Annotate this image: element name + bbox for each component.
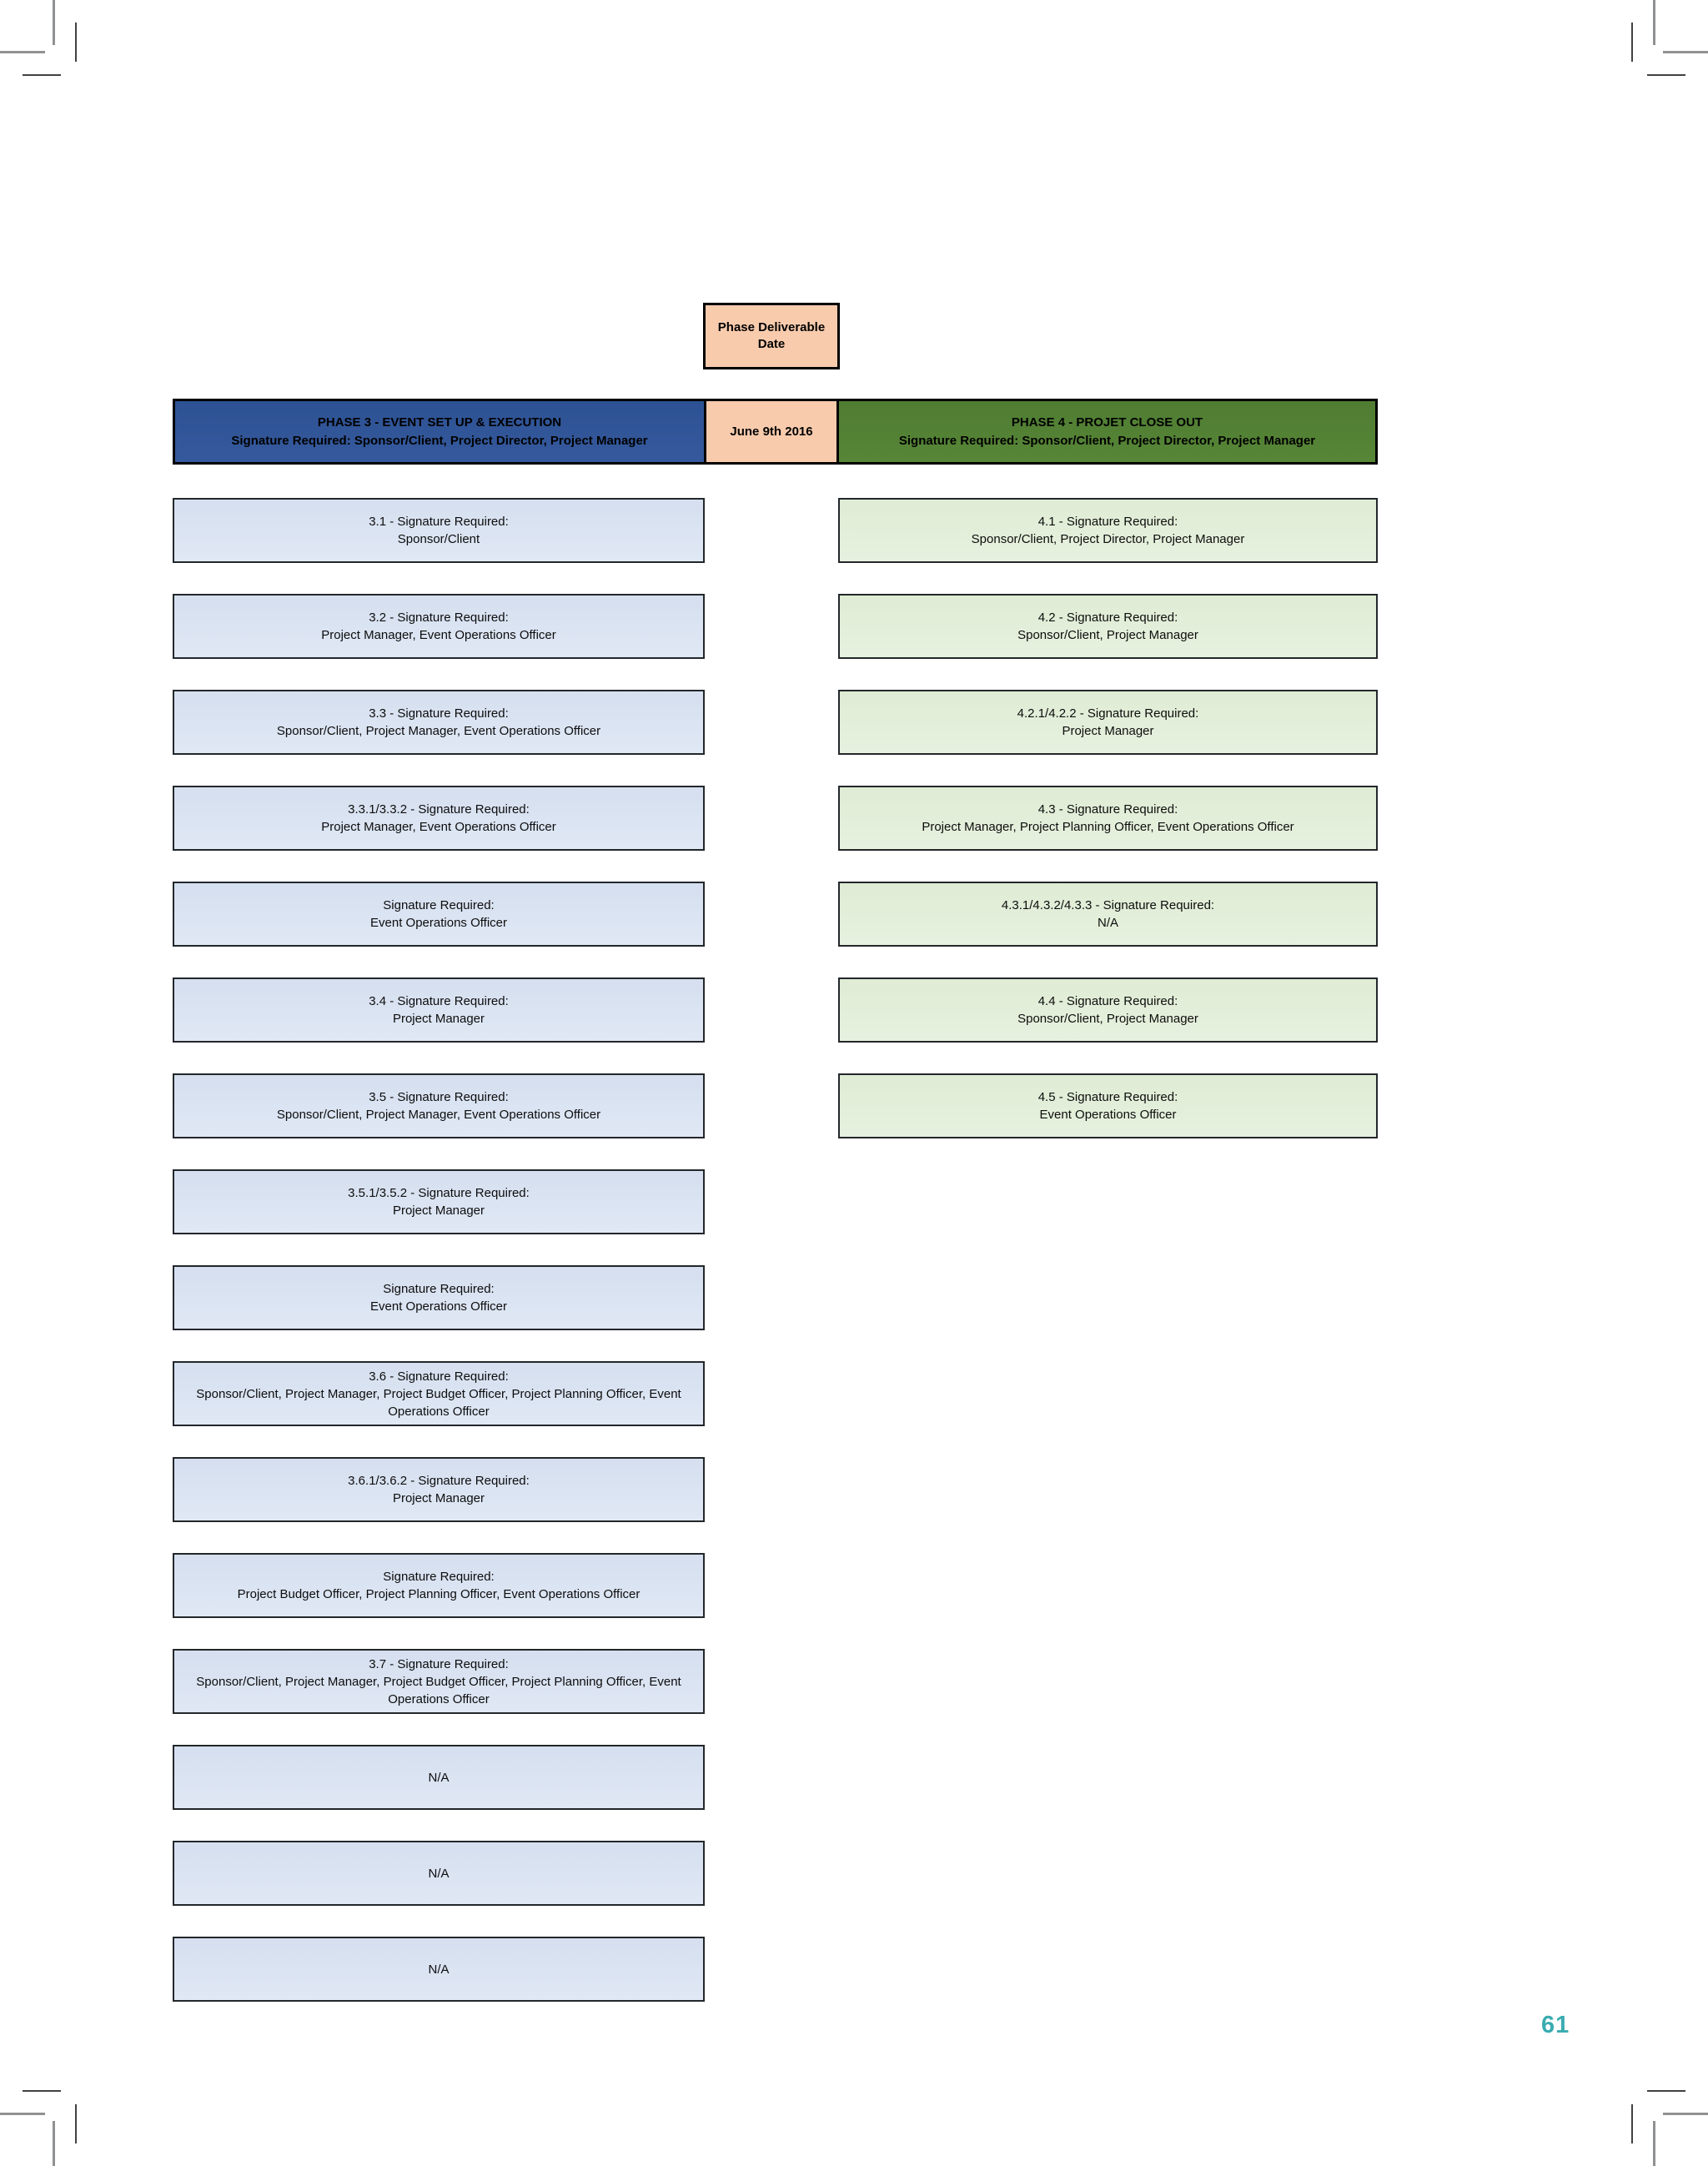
crop-mark-top-left-outer-h (0, 51, 45, 53)
page-number: 61 (1541, 2012, 1570, 2038)
phase4-header-title: PHASE 4 - PROJET CLOSE OUT (1011, 415, 1203, 430)
box-title: 4.3 - Signature Required: (1037, 802, 1178, 817)
box-roles: Event Operations Officer (1039, 1108, 1177, 1122)
signature-box-3-1: 3.1 - Signature Required: Sponsor/Client (173, 498, 705, 563)
box-roles: Sponsor/Client, Project Manager (1017, 1012, 1198, 1026)
signature-box-3-2: 3.2 - Signature Required: Project Manager… (173, 594, 705, 659)
box-roles: Sponsor/Client, Project Manager, Project… (196, 1674, 681, 1706)
box-roles: N/A (1097, 916, 1118, 930)
box-title: 3.6.1/3.6.2 - Signature Required: (348, 1474, 530, 1488)
box-title: 3.1 - Signature Required: (369, 515, 509, 529)
signature-box-3-5-1: 3.5.1/3.5.2 - Signature Required: Project… (173, 1169, 705, 1234)
box-title: N/A (428, 1962, 450, 1977)
box-roles: Sponsor/Client, Project Manager, Project… (196, 1386, 681, 1419)
crop-mark-top-left-inner-v (75, 23, 77, 62)
box-title: Signature Required: (383, 898, 495, 912)
box-title: 3.2 - Signature Required: (369, 611, 509, 625)
signature-box-na-2: N/A (173, 1841, 705, 1906)
box-roles: Project Manager (392, 1012, 485, 1026)
box-title: 3.3.1/3.3.2 - Signature Required: (348, 802, 530, 817)
box-title: 4.3.1/4.3.2/4.3.3 - Signature Required: (1001, 898, 1215, 912)
box-title: 4.1 - Signature Required: (1037, 515, 1178, 529)
box-roles: Project Manager, Event Operations Office… (321, 820, 556, 834)
phase4-header: PHASE 4 - PROJET CLOSE OUT Signature Req… (836, 399, 1378, 465)
crop-mark-bottom-right-outer-h (1663, 2113, 1708, 2115)
box-roles: Sponsor/Client, Project Manager, Event O… (276, 1108, 601, 1122)
crop-mark-top-right-outer-h (1663, 51, 1708, 53)
crop-mark-top-right-inner-v (1631, 23, 1633, 62)
signature-box-4-2: 4.2 - Signature Required: Sponsor/Client,… (838, 594, 1378, 659)
crop-mark-bottom-left-inner-h (23, 2090, 61, 2092)
phase3-header: PHASE 3 - EVENT SET UP & EXECUTION Signa… (173, 399, 706, 465)
box-roles: Sponsor/Client, Project Manager (1017, 628, 1198, 642)
box-roles: Project Manager (392, 1491, 485, 1505)
box-roles: Sponsor/Client, Project Manager, Event O… (276, 724, 601, 738)
phase4-header-subtitle: Signature Required: Sponsor/Client, Proj… (898, 433, 1316, 448)
signature-box-3-3: 3.3 - Signature Required: Sponsor/Client,… (173, 690, 705, 755)
signature-box-3-sig-1: Signature Required: Event Operations Offi… (173, 882, 705, 947)
box-title: 3.5 - Signature Required: (369, 1090, 509, 1104)
box-roles: Sponsor/Client (397, 532, 480, 546)
crop-mark-bottom-left-outer-h (0, 2113, 45, 2115)
box-roles: Project Budget Officer, Project Planning… (237, 1587, 640, 1601)
box-title: 3.5.1/3.5.2 - Signature Required: (348, 1186, 530, 1200)
box-title: 4.4 - Signature Required: (1037, 994, 1178, 1008)
box-roles: Project Manager (392, 1204, 485, 1218)
signature-box-3-6-1: 3.6.1/3.6.2 - Signature Required: Project… (173, 1457, 705, 1522)
crop-mark-bottom-right-inner-h (1647, 2090, 1685, 2092)
box-roles: Project Manager, Project Planning Office… (922, 820, 1294, 834)
crop-mark-bottom-left-outer-v (53, 2121, 55, 2166)
signature-box-na-3: N/A (173, 1937, 705, 2002)
box-title: 4.5 - Signature Required: (1037, 1090, 1178, 1104)
signature-box-4-2-1: 4.2.1/4.2.2 - Signature Required: Project… (838, 690, 1378, 755)
signature-box-4-3: 4.3 - Signature Required: Project Manager… (838, 786, 1378, 851)
phase-deliverable-date-label: Phase Deliverable Date (717, 320, 826, 351)
box-title: 3.7 - Signature Required: (369, 1656, 509, 1671)
phase3-header-subtitle: Signature Required: Sponsor/Client, Proj… (231, 433, 648, 448)
signature-box-4-4: 4.4 - Signature Required: Sponsor/Client,… (838, 977, 1378, 1043)
crop-mark-top-right-inner-h (1647, 74, 1685, 76)
box-roles: Project Manager, Event Operations Office… (321, 628, 556, 642)
signature-box-3-4: 3.4 - Signature Required: Project Manager (173, 977, 705, 1043)
phase3-header-title: PHASE 3 - EVENT SET UP & EXECUTION (317, 415, 562, 430)
phase-deliverable-date-value: June 9th 2016 (704, 399, 839, 465)
signature-box-3-5: 3.5 - Signature Required: Sponsor/Client,… (173, 1073, 705, 1138)
crop-mark-bottom-right-outer-v (1653, 2121, 1655, 2166)
signature-box-3-sig-3: Signature Required: Project Budget Office… (173, 1553, 705, 1618)
box-title: Signature Required: (383, 1282, 495, 1296)
box-roles: Sponsor/Client, Project Director, Projec… (971, 532, 1245, 546)
crop-mark-top-right-outer-v (1653, 0, 1655, 45)
signature-box-na-1: N/A (173, 1745, 705, 1810)
box-title: N/A (428, 1770, 450, 1785)
signature-box-3-6: 3.6 - Signature Required: Sponsor/Client,… (173, 1361, 705, 1426)
box-title: 4.2.1/4.2.2 - Signature Required: (1017, 706, 1199, 721)
box-title: 3.6 - Signature Required: (369, 1369, 509, 1384)
date-label: June 9th 2016 (730, 424, 813, 439)
box-roles: Project Manager (1062, 724, 1154, 738)
crop-mark-top-left-outer-v (53, 0, 55, 45)
box-title: 4.2 - Signature Required: (1037, 611, 1178, 625)
signature-box-3-7: 3.7 - Signature Required: Sponsor/Client,… (173, 1649, 705, 1714)
crop-mark-bottom-left-inner-v (75, 2104, 77, 2143)
crop-mark-bottom-right-inner-v (1631, 2104, 1633, 2143)
signature-box-3-sig-2: Signature Required: Event Operations Offi… (173, 1265, 705, 1330)
box-title: N/A (428, 1866, 450, 1881)
box-roles: Event Operations Officer (370, 916, 507, 930)
box-roles: Event Operations Officer (370, 1299, 507, 1314)
box-title: 3.3 - Signature Required: (369, 706, 509, 721)
box-title: Signature Required: (383, 1570, 495, 1584)
signature-box-4-3-1: 4.3.1/4.3.2/4.3.3 - Signature Required: N… (838, 882, 1378, 947)
crop-mark-top-left-inner-h (23, 74, 61, 76)
phase-deliverable-date-legend: Phase Deliverable Date (703, 303, 840, 369)
signature-box-4-1: 4.1 - Signature Required: Sponsor/Client,… (838, 498, 1378, 563)
box-title: 3.4 - Signature Required: (369, 994, 509, 1008)
signature-box-3-3-1: 3.3.1/3.3.2 - Signature Required: Project… (173, 786, 705, 851)
signature-box-4-5: 4.5 - Signature Required: Event Operation… (838, 1073, 1378, 1138)
